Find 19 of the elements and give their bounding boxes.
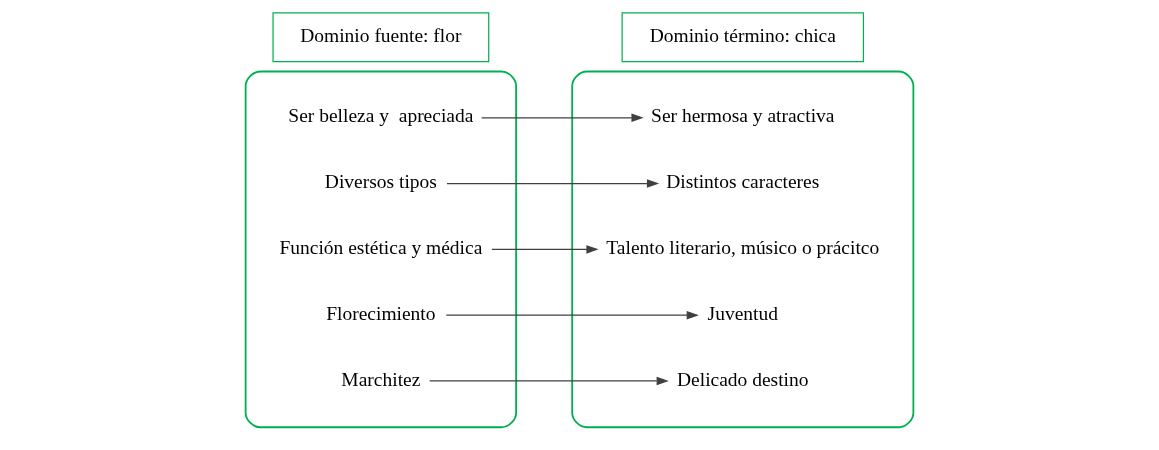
cluster xyxy=(571,70,915,429)
cluster xyxy=(244,70,518,429)
node-text: Distintos caracteres xyxy=(666,171,820,193)
node-text: Talento literario, músico o prácitco xyxy=(606,237,880,258)
arrow xyxy=(429,376,669,386)
node-text: Ser hermosa y atractiva xyxy=(651,105,835,127)
arrow xyxy=(491,245,599,254)
node-text: Marchitez xyxy=(341,368,421,390)
node-text: Delicado destino xyxy=(677,368,809,390)
arrow xyxy=(445,310,699,320)
node-text: Florecimiento xyxy=(326,302,436,324)
node-text: Ser belleza y apreciada xyxy=(288,105,474,127)
node-text: Juventud xyxy=(707,302,778,324)
arrow xyxy=(446,179,660,188)
node-text: Diversos tipos xyxy=(324,171,437,193)
node-box: Dominio fuente: flor xyxy=(272,12,490,63)
arrow xyxy=(481,113,644,123)
node-text: Función estética y médica xyxy=(279,237,483,258)
node-box: Dominio término: chica xyxy=(621,12,865,63)
